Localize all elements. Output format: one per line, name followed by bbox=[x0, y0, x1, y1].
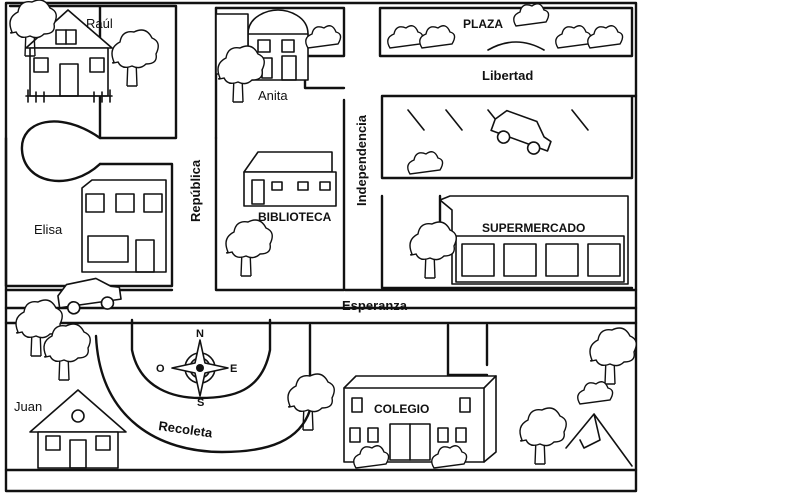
bush-icon bbox=[305, 25, 342, 49]
tree-icon bbox=[409, 221, 457, 279]
house-icon bbox=[29, 389, 127, 469]
place-label-colegio: COLEGIO bbox=[374, 402, 429, 416]
place-label-supermercado: SUPERMERCADO bbox=[482, 221, 585, 235]
supermarket-building bbox=[439, 195, 629, 285]
tree-icon bbox=[287, 373, 335, 431]
house-icon bbox=[25, 9, 113, 103]
bush-icon bbox=[387, 25, 424, 49]
resident-label-raul: Raúl bbox=[86, 16, 113, 31]
street-label-republica: República bbox=[188, 159, 203, 222]
bush-icon bbox=[577, 381, 614, 405]
resident-label-juan: Juan bbox=[14, 399, 42, 414]
resident-label-anita: Anita bbox=[258, 88, 288, 103]
street-label-esperanza: Esperanza bbox=[342, 298, 408, 313]
bush-icon bbox=[407, 151, 444, 175]
street-label-recoleta: Recoleta bbox=[158, 418, 215, 441]
street-label-independencia: Independencia bbox=[354, 114, 369, 206]
car-icon bbox=[490, 109, 552, 155]
library-building bbox=[243, 151, 337, 207]
plaza-arch bbox=[487, 41, 545, 51]
compass-east: E bbox=[230, 363, 237, 375]
place-label-plaza: PLAZA bbox=[463, 17, 503, 31]
tree-icon bbox=[519, 407, 567, 465]
block-colegio bbox=[446, 323, 489, 377]
compass-plaza bbox=[130, 318, 272, 400]
resident-label-elisa: Elisa bbox=[34, 222, 63, 237]
school-building bbox=[343, 375, 497, 463]
block-plaza bbox=[378, 6, 634, 58]
block-anita bbox=[214, 6, 346, 90]
tree-icon bbox=[225, 219, 273, 277]
block-elisa bbox=[4, 136, 174, 288]
cul-de-sac bbox=[20, 120, 102, 183]
swing-icon bbox=[565, 413, 633, 467]
bush-icon bbox=[555, 25, 592, 49]
place-label-biblioteca: BIBLIOTECA bbox=[258, 210, 332, 224]
recoleta-road bbox=[94, 323, 312, 454]
compass-rose-icon bbox=[171, 339, 229, 397]
street-label-libertad: Libertad bbox=[482, 68, 533, 83]
car-icon bbox=[57, 277, 122, 315]
block-biblioteca bbox=[214, 98, 346, 292]
bush-icon bbox=[419, 25, 456, 49]
tree-icon bbox=[589, 327, 637, 385]
parking-lot bbox=[380, 94, 638, 180]
compass-west: O bbox=[156, 363, 165, 375]
bush-icon bbox=[587, 25, 624, 49]
parking-lines bbox=[407, 109, 589, 131]
compass-south: S bbox=[197, 397, 204, 409]
tree-icon bbox=[111, 29, 159, 87]
compass-north: N bbox=[196, 328, 204, 340]
apartment-building bbox=[81, 179, 167, 273]
